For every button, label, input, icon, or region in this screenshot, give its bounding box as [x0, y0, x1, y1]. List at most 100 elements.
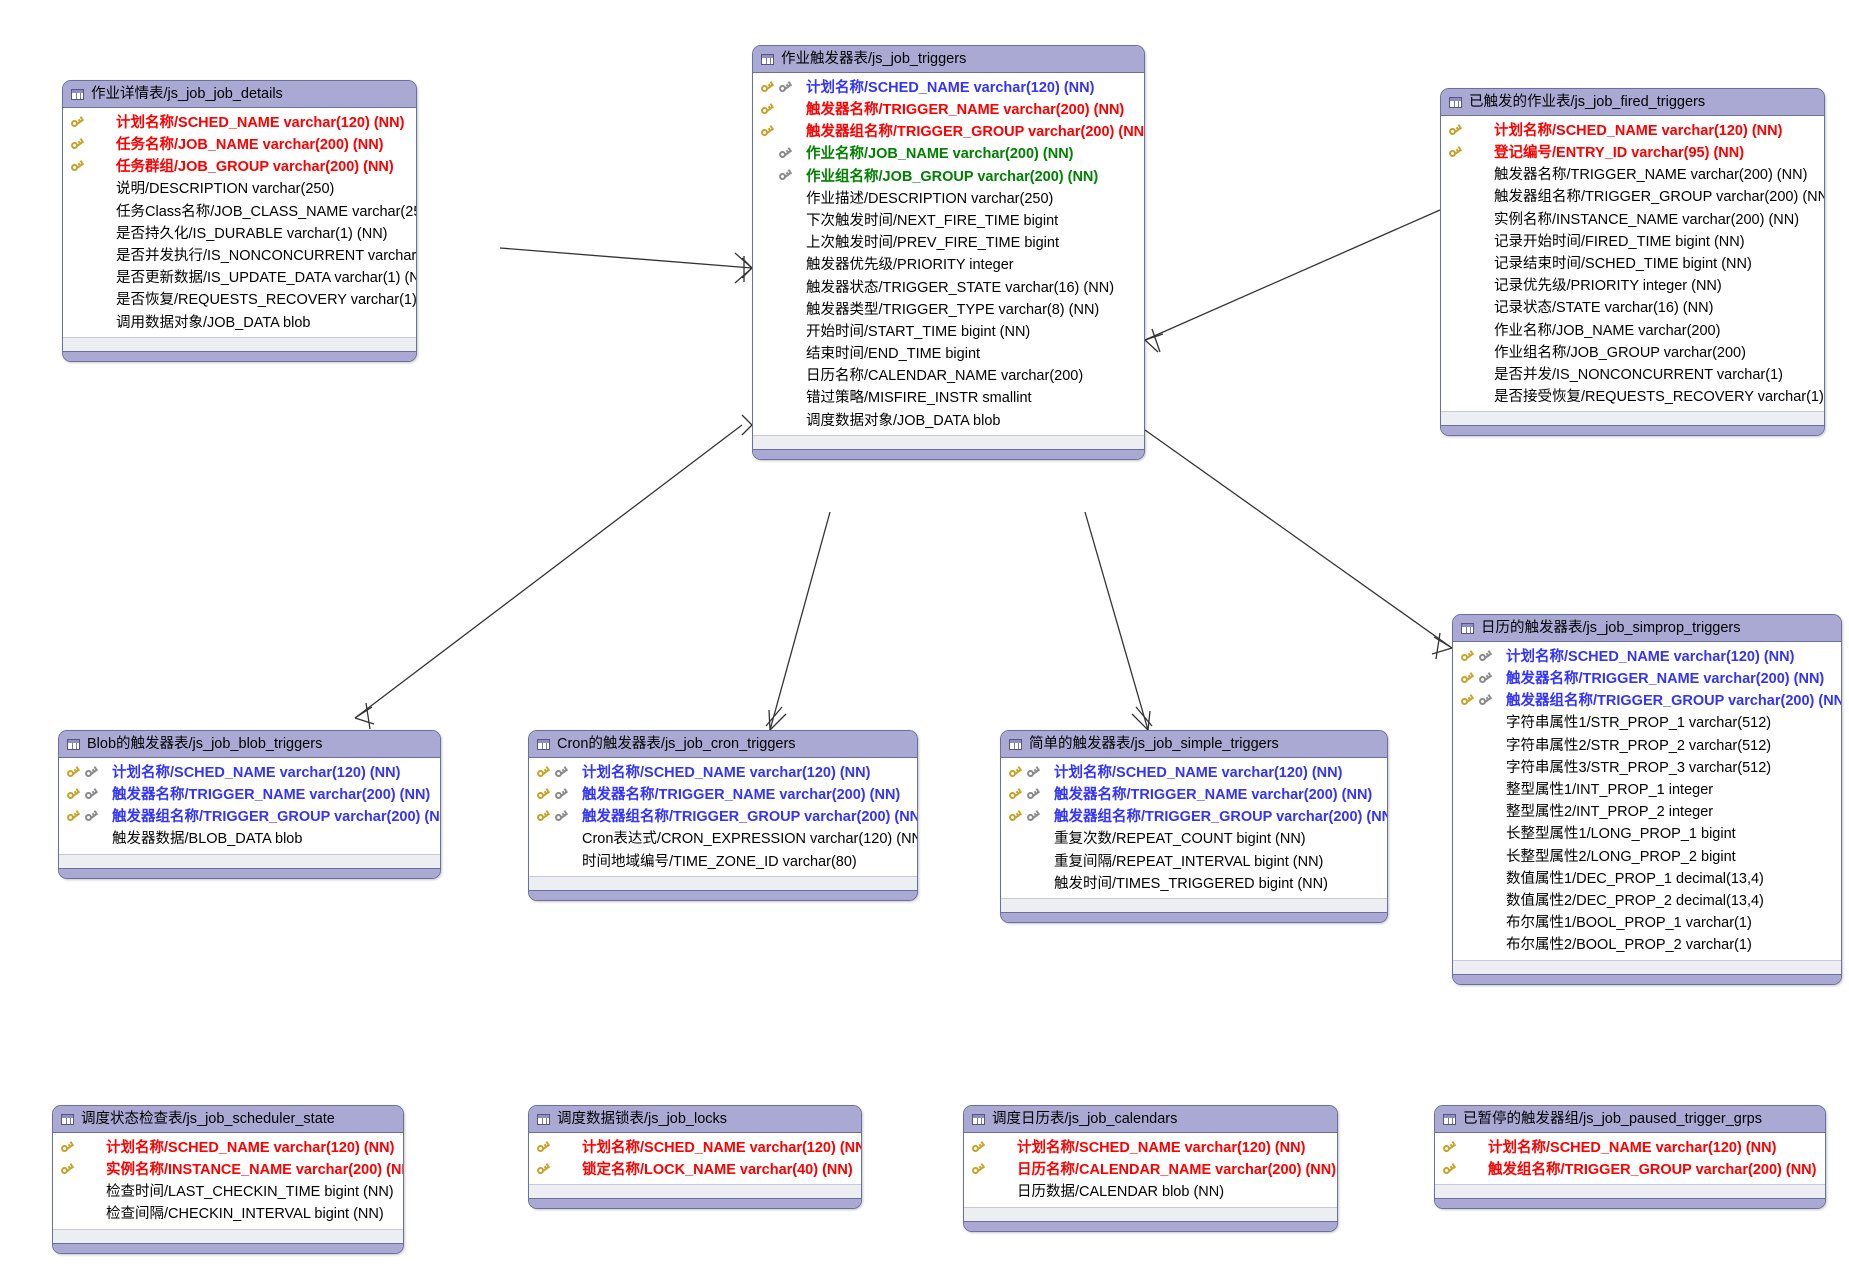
entity-column-row[interactable]: 触发器组名称/TRIGGER_GROUP varchar(200) (NN): [59, 806, 440, 828]
entity-column-row[interactable]: 作业组名称/JOB_GROUP varchar(200): [1441, 342, 1824, 364]
entity-titlebar[interactable]: 作业详情表/js_job_job_details: [63, 81, 416, 108]
entity-column-row[interactable]: 重复间隔/REPEAT_INTERVAL bigint (NN): [1001, 851, 1387, 873]
entity-column-row[interactable]: 时间地域编号/TIME_ZONE_ID varchar(80): [529, 851, 917, 873]
entity-titlebar[interactable]: 简单的触发器表/js_job_simple_triggers: [1001, 731, 1387, 758]
entity-column-row[interactable]: 计划名称/SCHED_NAME varchar(120) (NN): [59, 762, 440, 784]
entity-column-row[interactable]: 结束时间/END_TIME bigint: [753, 343, 1144, 365]
entity-column-row[interactable]: 是否并发/IS_NONCONCURRENT varchar(1): [1441, 364, 1824, 386]
entity-column-row[interactable]: 任务群组/JOB_GROUP varchar(200) (NN): [63, 156, 416, 178]
entity-column-row[interactable]: 作业名称/JOB_NAME varchar(200) (NN): [753, 144, 1144, 166]
entity-column-row[interactable]: 实例名称/INSTANCE_NAME varchar(200) (NN): [53, 1159, 403, 1181]
entity-column-row[interactable]: 作业组名称/JOB_GROUP varchar(200) (NN): [753, 166, 1144, 188]
entity-column-row[interactable]: 触发组名称/TRIGGER_GROUP varchar(200) (NN): [1435, 1159, 1825, 1181]
entity-titlebar[interactable]: 作业触发器表/js_job_triggers: [753, 46, 1144, 73]
entity-column-row[interactable]: 是否并发执行/IS_NONCONCURRENT varchar(1) (NN): [63, 245, 416, 267]
entity-column-row[interactable]: 数值属性2/DEC_PROP_2 decimal(13,4): [1453, 890, 1841, 912]
entity-column-row[interactable]: 日历名称/CALENDAR_NAME varchar(200): [753, 365, 1144, 387]
entity-column-row[interactable]: 触发器名称/TRIGGER_NAME varchar(200) (NN): [1441, 164, 1824, 186]
entity-column-row[interactable]: 字符串属性3/STR_PROP_3 varchar(512): [1453, 757, 1841, 779]
entity-table-job_details[interactable]: 作业详情表/js_job_job_details 计划名称/SCHED_NAME …: [62, 80, 417, 362]
entity-column-row[interactable]: 计划名称/SCHED_NAME varchar(120) (NN): [1441, 120, 1824, 142]
entity-column-row[interactable]: 任务名称/JOB_NAME varchar(200) (NN): [63, 134, 416, 156]
entity-column-row[interactable]: Cron表达式/CRON_EXPRESSION varchar(120) (NN…: [529, 829, 917, 851]
entity-column-row[interactable]: 触发器名称/TRIGGER_NAME varchar(200) (NN): [1001, 784, 1387, 806]
entity-table-simple_triggers[interactable]: 简单的触发器表/js_job_simple_triggers 计划名称/SCHED…: [1000, 730, 1388, 924]
entity-column-row[interactable]: 长整型属性2/LONG_PROP_2 bigint: [1453, 846, 1841, 868]
entity-column-row[interactable]: 错过策略/MISFIRE_INSTR smallint: [753, 388, 1144, 410]
entity-column-row[interactable]: 锁定名称/LOCK_NAME varchar(40) (NN): [529, 1159, 861, 1181]
entity-column-row[interactable]: 计划名称/SCHED_NAME varchar(120) (NN): [53, 1137, 403, 1159]
entity-column-row[interactable]: 下次触发时间/NEXT_FIRE_TIME bigint: [753, 210, 1144, 232]
entity-column-row[interactable]: 计划名称/SCHED_NAME varchar(120) (NN): [964, 1137, 1337, 1159]
entity-table-triggers[interactable]: 作业触发器表/js_job_triggers 计划名称/SCHED_NAME va…: [752, 45, 1145, 460]
entity-column-row[interactable]: 记录状态/STATE varchar(16) (NN): [1441, 298, 1824, 320]
entity-titlebar[interactable]: Cron的触发器表/js_job_cron_triggers: [529, 731, 917, 758]
entity-titlebar[interactable]: 调度日历表/js_job_calendars: [964, 1106, 1337, 1133]
entity-column-row[interactable]: 触发器状态/TRIGGER_STATE varchar(16) (NN): [753, 277, 1144, 299]
entity-column-row[interactable]: 触发器组名称/TRIGGER_GROUP varchar(200) (NN): [753, 121, 1144, 143]
entity-column-row[interactable]: 检查间隔/CHECKIN_INTERVAL bigint (NN): [53, 1204, 403, 1226]
entity-column-row[interactable]: 重复次数/REPEAT_COUNT bigint (NN): [1001, 829, 1387, 851]
entity-column-row[interactable]: 作业名称/JOB_NAME varchar(200): [1441, 320, 1824, 342]
entity-column-row[interactable]: 触发器组名称/TRIGGER_GROUP varchar(200) (NN): [1001, 806, 1387, 828]
entity-column-row[interactable]: 计划名称/SCHED_NAME varchar(120) (NN): [753, 77, 1144, 99]
entity-column-row[interactable]: 长整型属性1/LONG_PROP_1 bigint: [1453, 824, 1841, 846]
entity-column-row[interactable]: 日历数据/CALENDAR blob (NN): [964, 1181, 1337, 1203]
entity-column-row[interactable]: 调用数据对象/JOB_DATA blob: [63, 312, 416, 334]
entity-column-row[interactable]: 计划名称/SCHED_NAME varchar(120) (NN): [529, 762, 917, 784]
entity-column-row[interactable]: 计划名称/SCHED_NAME varchar(120) (NN): [529, 1137, 861, 1159]
entity-column-row[interactable]: 调度数据对象/JOB_DATA blob: [753, 410, 1144, 432]
entity-column-row[interactable]: 实例名称/INSTANCE_NAME varchar(200) (NN): [1441, 209, 1824, 231]
entity-column-row[interactable]: 记录结束时间/SCHED_TIME bigint (NN): [1441, 253, 1824, 275]
entity-column-row[interactable]: 日历名称/CALENDAR_NAME varchar(200) (NN): [964, 1159, 1337, 1181]
entity-column-row[interactable]: 上次触发时间/PREV_FIRE_TIME bigint: [753, 232, 1144, 254]
entity-table-fired_triggers[interactable]: 已触发的作业表/js_job_fired_triggers 计划名称/SCHED_…: [1440, 88, 1825, 437]
entity-column-row[interactable]: 数值属性1/DEC_PROP_1 decimal(13,4): [1453, 868, 1841, 890]
entity-column-row[interactable]: 触发器名称/TRIGGER_NAME varchar(200) (NN): [59, 784, 440, 806]
entity-column-row[interactable]: 字符串属性2/STR_PROP_2 varchar(512): [1453, 735, 1841, 757]
entity-column-row[interactable]: 触发器名称/TRIGGER_NAME varchar(200) (NN): [753, 99, 1144, 121]
entity-column-row[interactable]: 是否接受恢复/REQUESTS_RECOVERY varchar(1): [1441, 386, 1824, 408]
entity-titlebar[interactable]: 日历的触发器表/js_job_simprop_triggers: [1453, 615, 1841, 642]
entity-column-row[interactable]: 触发时间/TIMES_TRIGGERED bigint (NN): [1001, 873, 1387, 895]
entity-column-row[interactable]: 作业描述/DESCRIPTION varchar(250): [753, 188, 1144, 210]
entity-column-row[interactable]: 计划名称/SCHED_NAME varchar(120) (NN): [1001, 762, 1387, 784]
entity-table-locks[interactable]: 调度数据锁表/js_job_locks 计划名称/SCHED_NAME varch…: [528, 1105, 862, 1210]
entity-titlebar[interactable]: 已暂停的触发器组/js_job_paused_trigger_grps: [1435, 1106, 1825, 1133]
entity-titlebar[interactable]: 已触发的作业表/js_job_fired_triggers: [1441, 89, 1824, 116]
entity-column-row[interactable]: 触发器组名称/TRIGGER_GROUP varchar(200) (NN): [1453, 690, 1841, 712]
entity-column-row[interactable]: 触发器类型/TRIGGER_TYPE varchar(8) (NN): [753, 299, 1144, 321]
entity-column-row[interactable]: 是否恢复/REQUESTS_RECOVERY varchar(1) (NN): [63, 290, 416, 312]
entity-table-scheduler_state[interactable]: 调度状态检查表/js_job_scheduler_state 计划名称/SCHED…: [52, 1105, 404, 1254]
entity-column-row[interactable]: 记录优先级/PRIORITY integer (NN): [1441, 275, 1824, 297]
entity-column-row[interactable]: 触发器组名称/TRIGGER_GROUP varchar(200) (NN): [1441, 187, 1824, 209]
entity-column-row[interactable]: 整型属性2/INT_PROP_2 integer: [1453, 801, 1841, 823]
entity-column-row[interactable]: 任务Class名称/JOB_CLASS_NAME varchar(250) (N…: [63, 201, 416, 223]
entity-column-row[interactable]: 计划名称/SCHED_NAME varchar(120) (NN): [1453, 646, 1841, 668]
entity-column-row[interactable]: 整型属性1/INT_PROP_1 integer: [1453, 779, 1841, 801]
entity-table-simprop_triggers[interactable]: 日历的触发器表/js_job_simprop_triggers 计划名称/SCHE…: [1452, 614, 1842, 985]
entity-table-paused_trigger_grps[interactable]: 已暂停的触发器组/js_job_paused_trigger_grps 计划名称/…: [1434, 1105, 1826, 1210]
entity-column-row[interactable]: 触发器优先级/PRIORITY integer: [753, 255, 1144, 277]
entity-column-row[interactable]: 是否持久化/IS_DURABLE varchar(1) (NN): [63, 223, 416, 245]
entity-column-row[interactable]: 说明/DESCRIPTION varchar(250): [63, 179, 416, 201]
entity-table-calendars[interactable]: 调度日历表/js_job_calendars 计划名称/SCHED_NAME va…: [963, 1105, 1338, 1232]
entity-column-row[interactable]: 触发器名称/TRIGGER_NAME varchar(200) (NN): [1453, 668, 1841, 690]
entity-table-cron_triggers[interactable]: Cron的触发器表/js_job_cron_triggers 计划名称/SCHED…: [528, 730, 918, 901]
entity-titlebar[interactable]: 调度数据锁表/js_job_locks: [529, 1106, 861, 1133]
entity-titlebar[interactable]: Blob的触发器表/js_job_blob_triggers: [59, 731, 440, 758]
entity-column-row[interactable]: 字符串属性1/STR_PROP_1 varchar(512): [1453, 713, 1841, 735]
entity-column-row[interactable]: 布尔属性1/BOOL_PROP_1 varchar(1): [1453, 912, 1841, 934]
entity-column-row[interactable]: 计划名称/SCHED_NAME varchar(120) (NN): [1435, 1137, 1825, 1159]
entity-column-row[interactable]: 触发器数据/BLOB_DATA blob: [59, 829, 440, 851]
entity-table-blob_triggers[interactable]: Blob的触发器表/js_job_blob_triggers 计划名称/SCHED…: [58, 730, 441, 879]
entity-column-row[interactable]: 计划名称/SCHED_NAME varchar(120) (NN): [63, 112, 416, 134]
entity-column-row[interactable]: 布尔属性2/BOOL_PROP_2 varchar(1): [1453, 934, 1841, 956]
entity-column-row[interactable]: 记录开始时间/FIRED_TIME bigint (NN): [1441, 231, 1824, 253]
entity-column-row[interactable]: 触发器组名称/TRIGGER_GROUP varchar(200) (NN): [529, 806, 917, 828]
entity-column-row[interactable]: 登记编号/ENTRY_ID varchar(95) (NN): [1441, 142, 1824, 164]
entity-column-row[interactable]: 开始时间/START_TIME bigint (NN): [753, 321, 1144, 343]
entity-titlebar[interactable]: 调度状态检查表/js_job_scheduler_state: [53, 1106, 403, 1133]
entity-column-row[interactable]: 检查时间/LAST_CHECKIN_TIME bigint (NN): [53, 1181, 403, 1203]
entity-column-row[interactable]: 是否更新数据/IS_UPDATE_DATA varchar(1) (NN): [63, 267, 416, 289]
